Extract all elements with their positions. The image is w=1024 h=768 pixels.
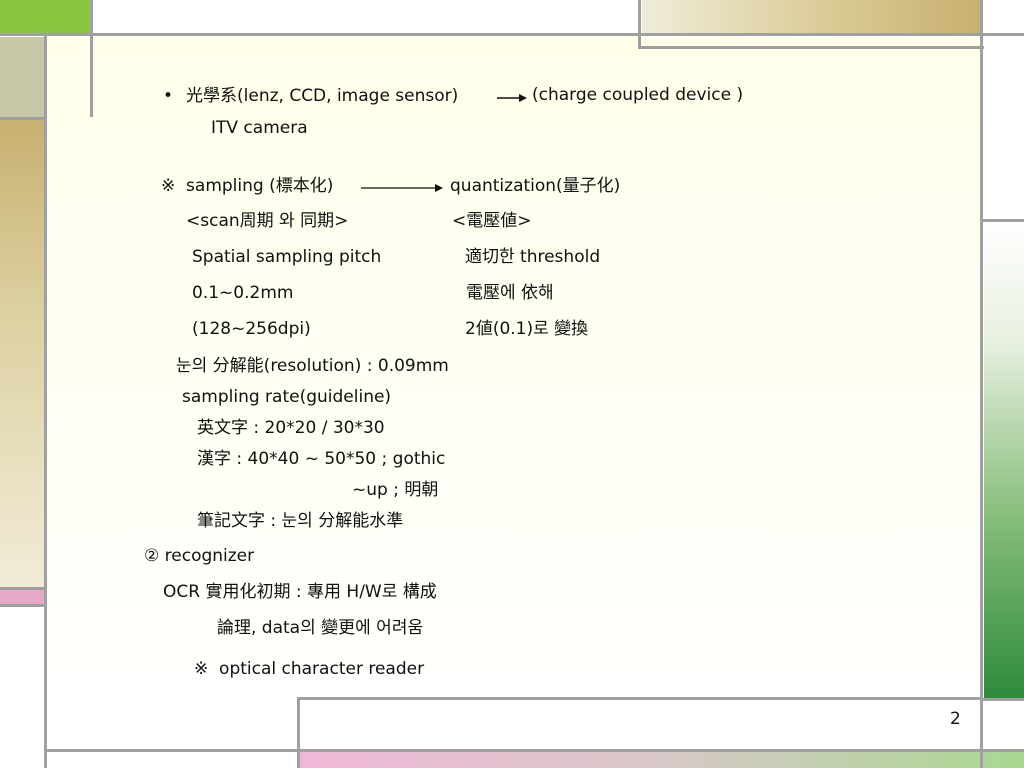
- grid-line: [980, 698, 1024, 701]
- grid-line: [638, 0, 641, 49]
- sampling-pitch: Spatial sampling pitch: [192, 247, 382, 267]
- grid-line: [0, 33, 1024, 36]
- itv-camera: ITV camera: [211, 118, 308, 138]
- grid-line: [297, 697, 300, 768]
- grid-line: [640, 46, 984, 49]
- sampling-rate: sampling rate(guideline): [182, 387, 392, 407]
- scan-sync: <scan周期 와 同期>: [186, 211, 349, 231]
- slide-content-panel: [47, 37, 980, 749]
- handwriting-rate: 筆記文字 : 눈의 分解能水準: [197, 511, 404, 531]
- page-number: 2: [950, 709, 961, 729]
- recognizer-heading: ② recognizer: [144, 546, 255, 566]
- pitch-range: 0.1~0.2mm: [192, 283, 294, 303]
- decor-green-column: [984, 222, 1024, 698]
- decor-tan-column: [0, 120, 44, 590]
- dpi-range: (128~256dpi): [192, 319, 311, 339]
- ccd-definition: (charge coupled device ): [532, 85, 744, 105]
- grid-line: [0, 604, 47, 607]
- hanja-rate-up: ~up ; 明朝: [352, 480, 439, 500]
- grid-line: [0, 587, 47, 590]
- grid-line: [44, 749, 1024, 752]
- decor-khaki-block: [0, 37, 44, 117]
- decor-green-block: [0, 0, 90, 33]
- english-rate: 英文字 : 20*20 / 30*30: [197, 418, 385, 438]
- optics-line: 光學系(lenz, CCD, image sensor): [186, 86, 459, 106]
- grid-line: [980, 219, 1024, 222]
- ocr-early: OCR 實用化初期 : 專用 H/W로 構成: [163, 582, 437, 602]
- ocr-note: ※ optical character reader: [194, 659, 425, 679]
- grid-line: [44, 33, 47, 768]
- arrow-right-icon: [361, 184, 443, 192]
- grid-line: [90, 0, 93, 117]
- grid-line: [0, 117, 47, 120]
- voltage-value: <電壓値>: [452, 211, 532, 231]
- logic-difficulty: 論理, data의 變更에 어려움: [217, 618, 424, 638]
- decor-bottom-strip: [300, 752, 1024, 768]
- bullet: •: [163, 86, 174, 106]
- binarization: 2値(0.1)로 變換: [465, 319, 589, 339]
- grid-line: [297, 697, 980, 700]
- arrow-right-icon: [497, 94, 527, 102]
- voltage-based: 電壓에 依해: [466, 283, 554, 303]
- decor-pink-block: [0, 590, 44, 604]
- hanja-rate: 漢字 : 40*40 ~ 50*50 ; gothic: [197, 449, 446, 469]
- decor-tan-top-block: [642, 0, 980, 33]
- slide-footer-box: [300, 700, 980, 749]
- quantization-heading: quantization(量子化): [450, 176, 621, 196]
- grid-line: [980, 0, 983, 768]
- threshold: 適切한 threshold: [465, 247, 601, 267]
- sampling-heading: ※ sampling (標本化): [161, 176, 334, 196]
- eye-resolution: 눈의 分解能(resolution) : 0.09mm: [176, 356, 449, 376]
